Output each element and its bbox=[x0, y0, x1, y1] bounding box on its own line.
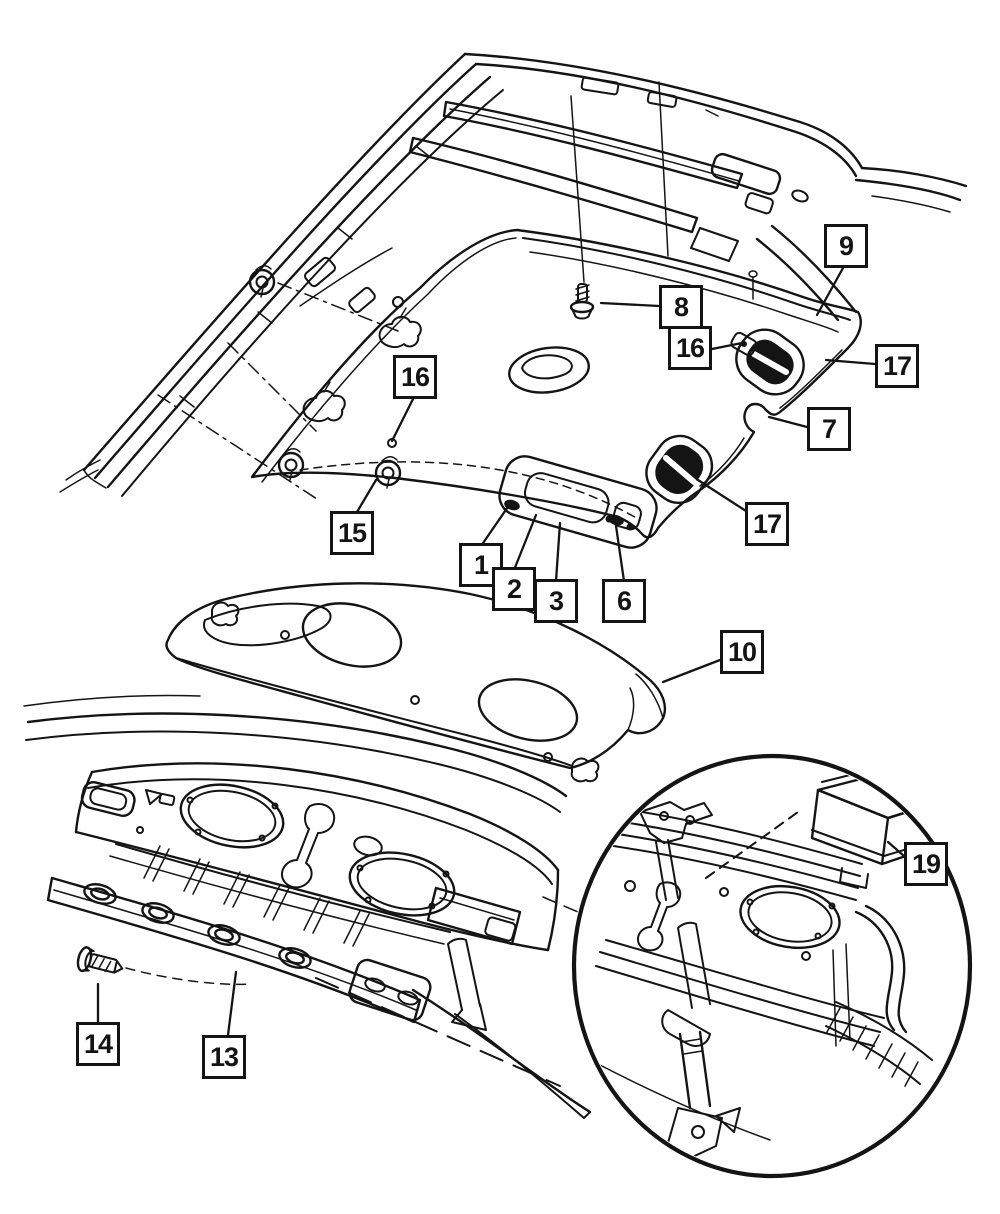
projection-lines bbox=[157, 81, 758, 502]
speaker-grille-left bbox=[301, 602, 403, 668]
detail-pointer-dashes bbox=[315, 896, 586, 1087]
leader-line-16-right bbox=[710, 341, 744, 351]
callout-8[interactable]: 8 bbox=[659, 285, 703, 329]
dome-lamp-cutout bbox=[508, 346, 590, 394]
callout-10[interactable]: 10 bbox=[720, 630, 764, 674]
callout-17-upper[interactable]: 17 bbox=[875, 344, 919, 388]
callout-14[interactable]: 14 bbox=[76, 1022, 120, 1066]
leader-line-17-upper bbox=[824, 358, 877, 366]
callout-16-left[interactable]: 16 bbox=[393, 355, 437, 399]
roof-clip-grommet-icon bbox=[248, 265, 276, 298]
leader-line-1 bbox=[479, 499, 514, 548]
screw-icon-14 bbox=[76, 946, 124, 974]
leader-line-10 bbox=[661, 658, 722, 684]
callout-3[interactable]: 3 bbox=[534, 579, 578, 623]
leader-line-6 bbox=[613, 517, 626, 583]
handle-highlight-upper bbox=[751, 351, 789, 375]
leader-line-3 bbox=[554, 521, 562, 583]
detail-circle bbox=[571, 753, 973, 1179]
leader-line-15 bbox=[355, 478, 378, 514]
speaker-opening-left bbox=[179, 783, 285, 849]
leader-line-8 bbox=[599, 301, 661, 308]
shelf-trim-panel bbox=[165, 582, 667, 783]
leader-line-7 bbox=[767, 415, 809, 429]
callout-2[interactable]: 2 bbox=[492, 567, 536, 611]
leader-line-19 bbox=[886, 840, 906, 858]
leader-line-2 bbox=[512, 513, 538, 572]
callout-19[interactable]: 19 bbox=[904, 842, 948, 886]
callout-13[interactable]: 13 bbox=[202, 1035, 246, 1079]
callout-15[interactable]: 15 bbox=[330, 511, 374, 555]
callout-7[interactable]: 7 bbox=[807, 407, 851, 451]
leader-line-17-lower bbox=[696, 478, 748, 513]
roof-frame-structure bbox=[59, 52, 968, 497]
callout-17-lower[interactable]: 17 bbox=[745, 502, 789, 546]
leader-line-9 bbox=[815, 266, 845, 317]
callout-6[interactable]: 6 bbox=[602, 579, 646, 623]
rear-deck-body-lines bbox=[23, 694, 568, 813]
speaker-grille-right bbox=[477, 678, 579, 742]
leader-line-13 bbox=[226, 970, 238, 1037]
headliner-panel bbox=[250, 228, 862, 539]
callout-16-right[interactable]: 16 bbox=[668, 326, 712, 370]
speaker-opening-right bbox=[348, 851, 456, 917]
headliner-grommet-icons bbox=[277, 331, 758, 489]
callout-9[interactable]: 9 bbox=[824, 224, 868, 268]
leader-lines-layer bbox=[96, 266, 906, 1037]
screw-alignment-dash bbox=[125, 967, 253, 986]
screw-icon-8 bbox=[569, 283, 595, 320]
overhead-console-cutout bbox=[498, 455, 658, 549]
handle-highlight-lower bbox=[663, 455, 697, 485]
seatbelt-retractor bbox=[661, 921, 741, 1161]
leader-line-16-left bbox=[390, 397, 415, 443]
